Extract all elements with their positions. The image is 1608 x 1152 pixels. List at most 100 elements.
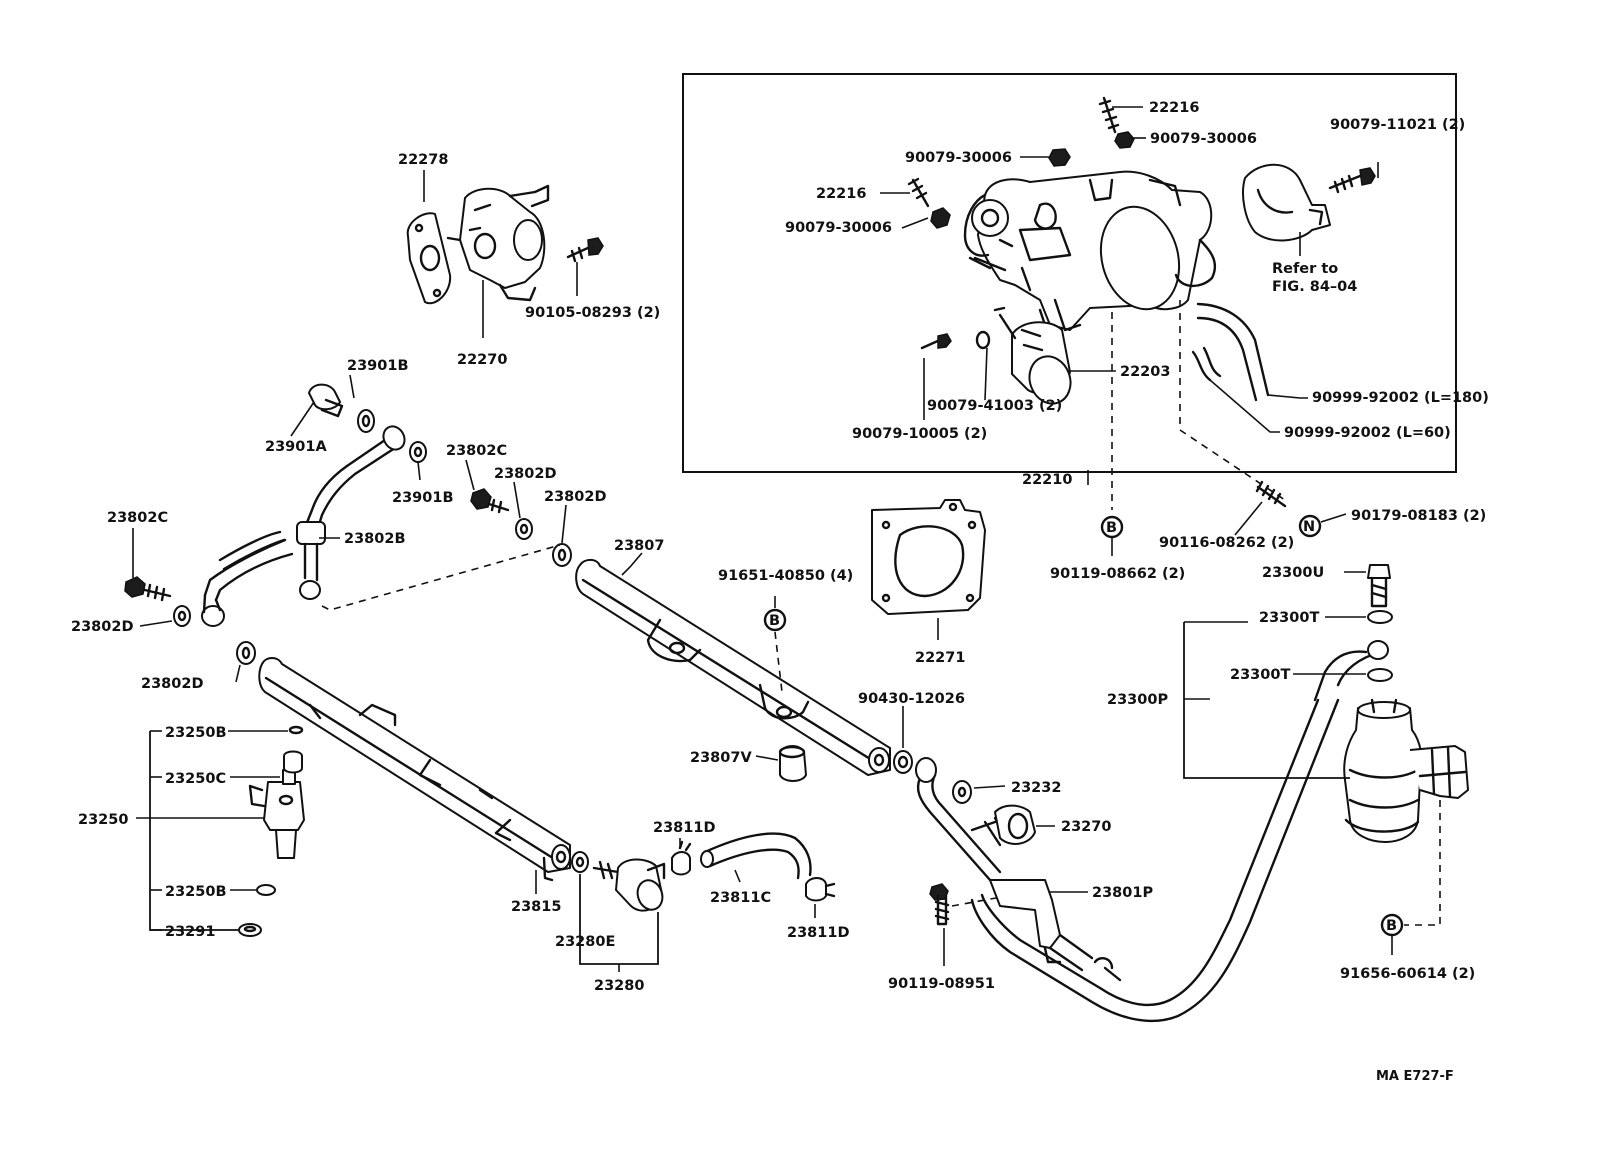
bolt-90119-08951 [929,883,950,926]
label-90999-92002-l180: 90999-92002 (L=180) [1312,390,1489,406]
bolt-22216-left [907,177,930,208]
label-23802c-left: 23802C [107,510,168,526]
callout-n-90179 [1298,514,1322,538]
gasket-23901b-top [357,409,375,433]
label-23811d-low: 23811D [787,925,849,941]
oring-23250b-low [256,884,276,896]
label-23901b-top: 23901B [347,358,409,374]
label-23901b-low: 23901B [392,490,454,506]
label-90119-08951: 90119-08951 [888,976,995,992]
gasket-23300t-2 [1367,668,1393,682]
bolt-90105-08293 [566,237,604,263]
label-23291: 23291 [165,924,215,940]
label-23802d-left2: 23802D [141,676,203,692]
gasket-23802d-left1 [173,605,191,627]
union-bolt-23901a [308,383,344,418]
oring-23280e [571,851,589,873]
washer-90079-41003 [975,330,991,350]
vsv-group: 22278 90105-08293 (2) 22270 [398,152,660,368]
gasket-23232 [952,780,972,804]
label-90999-92002-l60: 90999-92002 (L=60) [1284,425,1451,441]
callout-b-90119 [1100,515,1124,539]
gasket-22278 [406,212,452,305]
label-90430-12026: 90430-12026 [858,691,965,707]
label-91656-60614: 91656-60614 (2) [1340,966,1475,982]
label-22203: 22203 [1120,364,1170,380]
bushing-23807v [778,745,807,782]
callout-b-91656 [1380,913,1404,937]
label-23802c-mid: 23802C [446,443,507,459]
bolt-22216-top [1098,96,1120,134]
label-23300p: 23300P [1107,692,1168,708]
pipe-23802b [201,425,406,627]
label-refer-line1: Refer to [1272,261,1338,277]
callout-b3: B [1386,918,1397,934]
label-90079-30006-left2: 90079-30006 [785,220,892,236]
label-23801p: 23801P [1092,885,1153,901]
label-23270: 23270 [1061,819,1111,835]
fuel-filter-23300 [1343,698,1469,843]
label-90079-30006-top: 90079-30006 [1150,131,1257,147]
callout-b2: B [1106,520,1117,536]
label-23250c: 23250C [165,771,226,787]
delivery-pipe-23807 [575,558,891,776]
label-23232: 23232 [1011,780,1061,796]
gasket-23802d-mid2 [552,543,572,567]
fuel-pipe-23801p [915,698,1340,1023]
label-91651-40850: 91651-40850 (4) [718,568,853,584]
gasket-23901b-low [409,441,427,463]
gasket-22271 [871,499,986,615]
label-23280: 23280 [594,978,644,994]
throttle-body-inset: 22216 90079-30006 90079-11021 (2) 90079-… [682,73,1489,510]
label-90179-08183: 90179-08183 (2) [1351,508,1486,524]
label-23901a: 23901A [265,439,327,455]
nut-90079-30006-left2 [930,207,951,229]
callout-b1: B [769,613,780,629]
label-23815: 23815 [511,899,561,915]
gasket-23802d-mid1 [515,518,533,540]
label-90079-10005: 90079-10005 (2) [852,426,987,442]
label-23802b: 23802B [344,531,406,547]
grommet-23250c [283,750,303,774]
screw-90079-11021 [1328,167,1376,194]
label-90079-11021: 90079-11021 (2) [1330,117,1465,133]
label-22216-top: 22216 [1149,100,1199,116]
label-90119-08662: 90119-08662 (2) [1050,566,1185,582]
label-22271: 22271 [915,650,965,666]
inset-frame [682,73,1457,473]
oring-90430-12026 [893,750,913,774]
label-23300t-2: 23300T [1230,667,1290,683]
hose-23811c [703,832,812,880]
label-23300u: 23300U [1262,565,1324,581]
label-23802d-mid1: 23802D [494,466,556,482]
stud-90116-08262 [1255,480,1287,508]
label-22216-left: 22216 [816,186,866,202]
label-23811c: 23811C [710,890,771,906]
bolt-23802c-mid [470,488,510,514]
clip-23811d-top [671,840,692,876]
idle-air-control-22203 [993,306,1072,405]
injector-23250 [248,769,305,859]
callout-b-91651 [763,608,787,632]
fuel-return-group: 23901B 23901A 23901B 23802C 23802D 23802… [71,358,606,692]
label-90116-08262: 90116-08262 (2) [1159,535,1294,551]
hose-90999-92002-l60 [1191,346,1222,382]
bolt-23802c-left [124,576,172,602]
label-22270: 22270 [457,352,507,368]
label-23807: 23807 [614,538,664,554]
label-23807v: 23807V [690,750,752,766]
pressure-regulator-23280 [592,858,666,912]
throttle-position-sensor [1242,163,1331,242]
gasket-23300t-1 [1367,610,1393,624]
label-23802d-mid2: 23802D [544,489,606,505]
label-23811d-top: 23811D [653,820,715,836]
gasket-23802d-left2 [236,641,256,665]
label-23250b-low: 23250B [165,884,227,900]
label-90079-41003: 90079-41003 (2) [927,398,1062,414]
label-23300t-1: 23300T [1259,610,1319,626]
vsv-22270 [446,184,550,302]
label-refer-line2: FIG. 84–04 [1272,279,1357,295]
hose-90999-92002-l180 [1196,302,1270,402]
nut-90079-30006-left [1048,148,1071,167]
